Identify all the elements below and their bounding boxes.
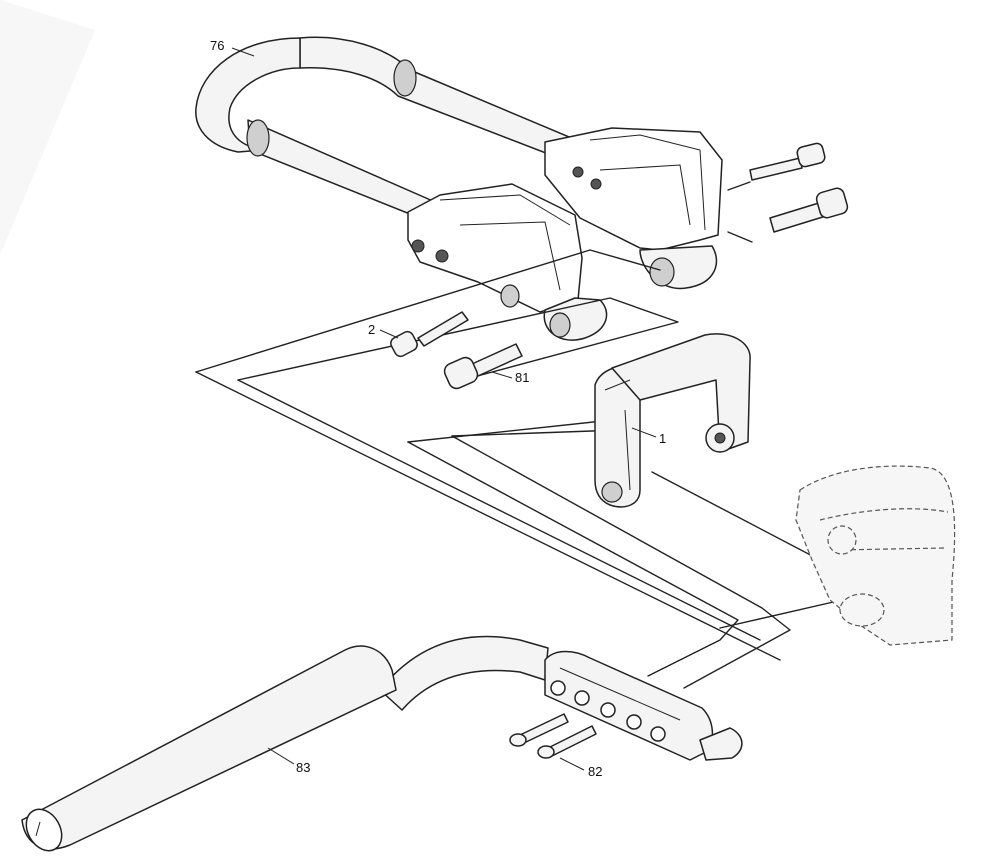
part-76-loop-handle [195,36,601,223]
part-83-long-handle [21,635,549,852]
leader-1 [631,427,657,438]
bolt-upper-right-large [769,187,849,233]
leader-82 [559,757,585,771]
callout-2: 2 [368,322,375,337]
bolt-82-lower [537,725,597,759]
throttle-tube [544,650,743,761]
bolt-82-upper [509,713,569,747]
bolt-upper-right-small [749,142,826,181]
leader-83 [267,747,295,765]
assembly-guide-lines [195,181,843,689]
bolt-2 [390,311,469,358]
collar-rear [393,59,417,97]
collar-front [246,119,270,157]
callout-82: 82 [588,764,602,779]
callout-1: 1 [659,431,666,446]
leader-76 [231,47,255,57]
clamp-bracket-right [544,127,723,290]
background-wedge [0,0,95,255]
part-1-d-handle [594,333,751,508]
callout-76: 76 [210,38,224,53]
ghost-engine-body [795,465,956,646]
leader-2 [379,329,399,339]
callout-81: 81 [515,370,529,385]
callout-83: 83 [296,760,310,775]
bolt-81 [443,343,523,390]
leader-81 [491,371,513,379]
